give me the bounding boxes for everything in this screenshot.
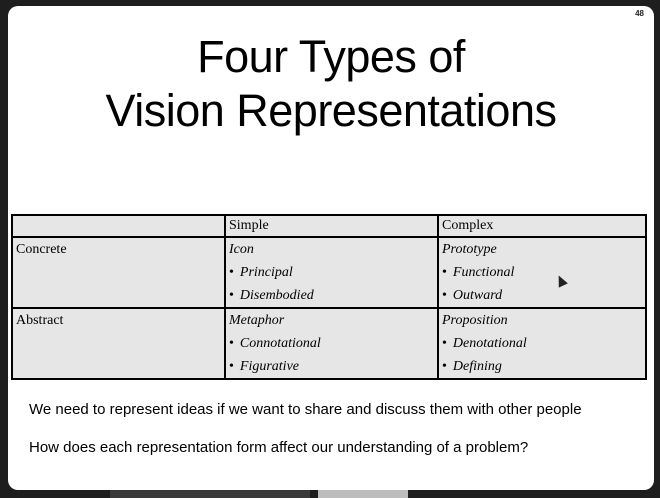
type-name: Proposition xyxy=(442,313,508,328)
list-item: •Outward xyxy=(442,288,503,303)
representation-table: Simple Complex Concrete Icon •Principal … xyxy=(11,214,647,380)
header-cell-simple: Simple xyxy=(224,214,439,238)
type-name: Icon xyxy=(229,242,254,257)
cell-abstract-complex: Proposition •Denotational •Defining xyxy=(437,307,647,380)
background-thumbnail xyxy=(110,490,310,498)
row-label-abstract: Abstract xyxy=(11,307,226,380)
list-item: •Principal xyxy=(229,265,293,280)
note-text: How does each representation form affect… xyxy=(29,439,529,456)
header-cell-empty xyxy=(11,214,226,238)
table-row: Abstract Metaphor •Connotational •Figura… xyxy=(11,307,647,380)
title-line-2: Vision Representations xyxy=(105,85,557,136)
list-item: •Figurative xyxy=(229,359,300,374)
list-item: •Defining xyxy=(442,359,502,374)
list-item: •Connotational xyxy=(229,336,321,351)
table-row: Concrete Icon •Principal •Disembodied Pr… xyxy=(11,236,647,309)
cell-concrete-simple: Icon •Principal •Disembodied xyxy=(224,236,439,309)
slide-title: Four Types of Vision Representations xyxy=(8,30,654,138)
type-name: Prototype xyxy=(442,242,497,257)
row-label-concrete: Concrete xyxy=(11,236,226,309)
list-item: •Functional xyxy=(442,265,515,280)
note-text: We need to represent ideas if we want to… xyxy=(29,401,582,418)
list-item: •Disembodied xyxy=(229,288,314,303)
background-thumbnail xyxy=(318,490,408,498)
title-line-1: Four Types of xyxy=(197,31,465,82)
table-header-row: Simple Complex xyxy=(11,214,647,238)
page-number: 48 xyxy=(635,9,644,18)
cell-concrete-complex: Prototype •Functional •Outward xyxy=(437,236,647,309)
type-name: Metaphor xyxy=(229,313,285,328)
list-item: •Denotational xyxy=(442,336,527,351)
header-cell-complex: Complex xyxy=(437,214,647,238)
slide: 48 Four Types of Vision Representations … xyxy=(8,6,654,490)
cell-abstract-simple: Metaphor •Connotational •Figurative xyxy=(224,307,439,380)
